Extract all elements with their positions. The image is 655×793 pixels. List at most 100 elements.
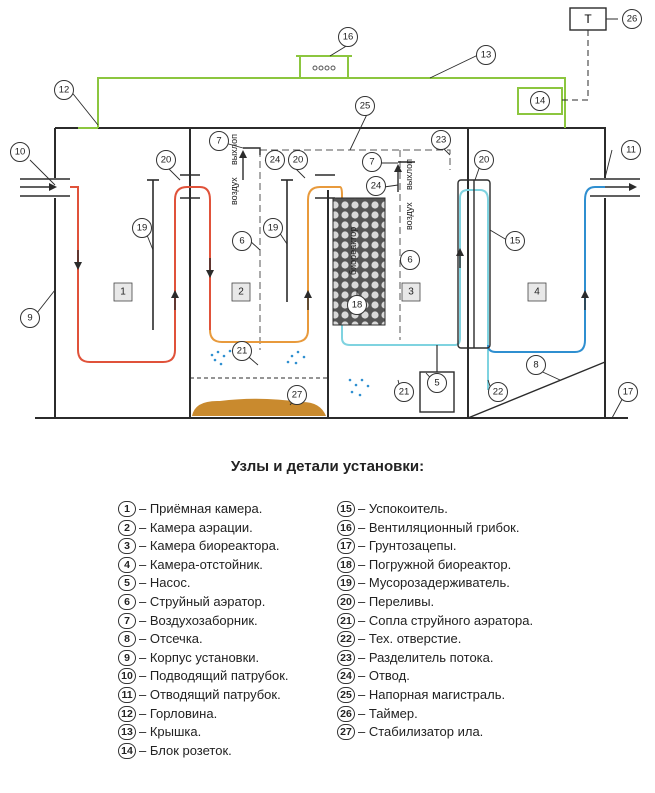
timer: Т — [562, 7, 618, 101]
callout-20a: 20 — [156, 150, 176, 170]
callout-20c: 20 — [474, 150, 494, 170]
legend-item: 16– Вентиляционный грибок. — [337, 519, 547, 538]
cutoff — [467, 360, 606, 419]
inlet-pipe — [20, 178, 70, 197]
plant-housing — [35, 127, 628, 419]
legend-text: – Камера аэрации. — [139, 519, 253, 535]
callout-7a: 7 — [209, 131, 229, 151]
callout-26: 26 — [622, 9, 642, 29]
callout-21a: 21 — [232, 341, 252, 361]
legend-number-badge: 5 — [118, 575, 136, 592]
bioreactor-label: биореактор — [348, 227, 358, 275]
svg-text:17: 17 — [623, 387, 634, 398]
inflow-path — [70, 186, 211, 363]
legend-text: – Отвод. — [358, 668, 410, 684]
legend-text: – Камера биореактора. — [139, 538, 280, 554]
zone-1: 1 — [113, 282, 133, 302]
timer-label: Т — [584, 12, 592, 26]
svg-text:19: 19 — [268, 223, 279, 234]
legend-number-badge: 17 — [337, 538, 355, 555]
svg-text:9: 9 — [27, 313, 32, 324]
legend-number-badge: 18 — [337, 556, 355, 573]
callout-17: 17 — [618, 382, 638, 402]
svg-text:19: 19 — [137, 223, 148, 234]
svg-text:14: 14 — [535, 96, 546, 107]
legend-item: 1– Приёмная камера. — [118, 500, 328, 519]
legend-item: 26– Таймер. — [337, 705, 547, 724]
legend-number-badge: 22 — [337, 631, 355, 648]
legend-item: 23– Разделитель потока. — [337, 649, 547, 668]
legend-number-badge: 13 — [118, 724, 136, 741]
legend-number-badge: 1 — [118, 501, 136, 517]
legend-number-badge: 11 — [118, 686, 136, 703]
callout-6b: 6 — [400, 250, 420, 270]
legend-text: – Мусорозадерживатель. — [358, 575, 510, 591]
svg-text:3: 3 — [408, 287, 414, 298]
svg-text:18: 18 — [352, 300, 363, 311]
legend-text: – Блок розеток. — [139, 742, 232, 758]
legend-item: 14– Блок розеток. — [118, 742, 328, 761]
zone-2: 2 — [231, 282, 251, 302]
legend-text: – Сопла струйного аэратора. — [358, 612, 534, 628]
legend-text: – Тех. отверстие. — [358, 631, 462, 647]
legend-item: 9– Корпус установки. — [118, 649, 328, 668]
aerator-bubbles — [210, 349, 370, 397]
svg-text:20: 20 — [161, 155, 172, 166]
svg-text:24: 24 — [270, 155, 281, 166]
legend-item: 4– Камера-отстойник. — [118, 556, 328, 575]
legend-item: 5– Насос. — [118, 574, 328, 593]
calmer-tube — [457, 179, 491, 349]
legend-item: 12– Горловина. — [118, 705, 328, 724]
callout-21b: 21 — [394, 382, 414, 402]
svg-text:16: 16 — [343, 32, 354, 43]
aeration-path-to-reactor — [325, 186, 343, 275]
legend-item: 11– Отводящий патрубок. — [118, 686, 328, 705]
svg-text:25: 25 — [360, 101, 371, 112]
callout-7b: 7 — [362, 152, 382, 172]
legend-right-column: 15– Успокоитель.16– Вентиляционный грибо… — [337, 500, 547, 742]
exhaust-label-1: выхлоп — [229, 134, 239, 165]
svg-text:21: 21 — [399, 387, 410, 398]
legend-number-badge: 14 — [118, 742, 136, 759]
legend-item: 8– Отсечка. — [118, 630, 328, 649]
svg-text:6: 6 — [407, 255, 412, 266]
legend-text: – Горловина. — [139, 705, 218, 721]
svg-text:12: 12 — [59, 85, 70, 96]
legend-number-badge: 8 — [118, 631, 136, 648]
svg-text:27: 27 — [292, 390, 303, 401]
legend-text: – Воздухозаборник. — [139, 612, 258, 628]
legend-number-badge: 24 — [337, 668, 355, 685]
legend-text: – Подводящий патрубок. — [139, 668, 289, 684]
svg-text:11: 11 — [626, 145, 636, 156]
legend-number-badge: 3 — [118, 538, 136, 555]
legend-number-badge: 23 — [337, 649, 355, 666]
svg-text:5: 5 — [434, 378, 439, 389]
legend-item: 17– Грунтозацепы. — [337, 537, 547, 556]
legend-item: 7– Воздухозаборник. — [118, 612, 328, 631]
legend-number-badge: 2 — [118, 519, 136, 536]
legend-item: 18– Погружной биореактор. — [337, 556, 547, 575]
legend-number-badge: 27 — [337, 724, 355, 741]
callout-5: 5 — [427, 373, 447, 393]
svg-text:8: 8 — [533, 360, 538, 371]
callout-10: 10 — [10, 142, 30, 162]
legend-text: – Напорная магистраль. — [358, 686, 506, 702]
legend-number-badge: 10 — [118, 668, 136, 685]
callout-13: 13 — [476, 45, 496, 65]
legend-number-badge: 7 — [118, 612, 136, 629]
legend-text: – Вентиляционный грибок. — [358, 519, 520, 535]
callout-15: 15 — [505, 231, 525, 251]
callout-19a: 19 — [132, 218, 152, 238]
svg-text:4: 4 — [534, 287, 540, 298]
legend-item: 24– Отвод. — [337, 667, 547, 686]
callout-24b: 24 — [366, 176, 386, 196]
zone-3: 3 — [401, 282, 421, 302]
flow-arrows — [74, 248, 589, 310]
callout-8: 8 — [526, 355, 546, 375]
legend-text: – Погружной биореактор. — [358, 556, 512, 572]
legend-text: – Отсечка. — [139, 631, 203, 647]
callout-9: 9 — [20, 308, 40, 328]
callout-27: 27 — [287, 385, 307, 405]
callout-24a: 24 — [265, 150, 285, 170]
legend-left-column: 1– Приёмная камера.2– Камера аэрации.3– … — [118, 500, 328, 760]
